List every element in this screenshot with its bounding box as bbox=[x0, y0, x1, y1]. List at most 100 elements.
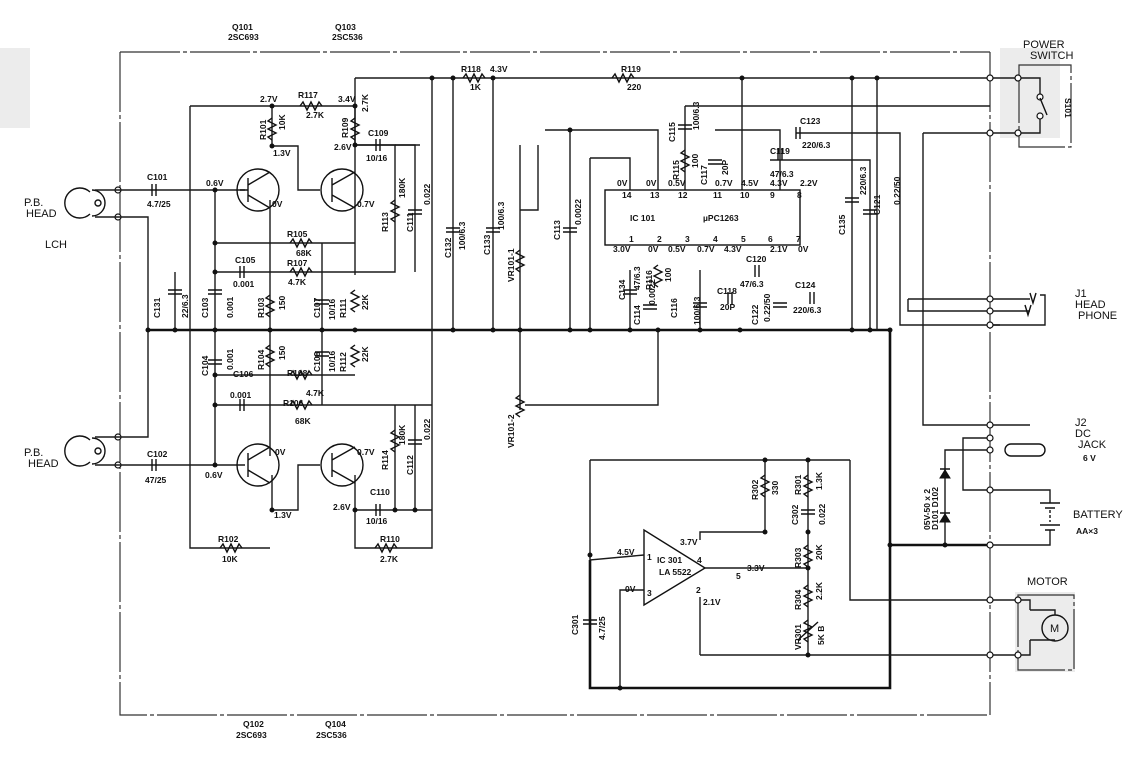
switch-blade[interactable] bbox=[1039, 97, 1048, 116]
c104-value: 0.001 bbox=[225, 348, 235, 370]
vr101-2-ref: VR101-2 bbox=[506, 414, 516, 448]
r303-value: 20K bbox=[814, 544, 824, 560]
svg-text:1: 1 bbox=[647, 552, 652, 562]
power-switch-title2: SWITCH bbox=[1030, 50, 1073, 62]
r109-ref: R109 bbox=[340, 117, 350, 138]
r117-ref: R117 bbox=[298, 90, 318, 100]
motor-symbol: M bbox=[1050, 623, 1059, 635]
battery-wiring bbox=[990, 489, 1051, 546]
c132-ref: C132 bbox=[443, 237, 453, 258]
switch-contact bbox=[1036, 93, 1044, 101]
headphone-contacts bbox=[1024, 292, 1037, 318]
c112-value: 0.022 bbox=[422, 418, 432, 440]
r109-value: 2.7K bbox=[360, 93, 370, 112]
svg-text:3: 3 bbox=[647, 588, 652, 598]
c134-ref: C134 bbox=[617, 279, 627, 300]
wire bbox=[715, 129, 781, 190]
c102-value: 47/25 bbox=[145, 475, 167, 485]
wire bbox=[590, 157, 631, 190]
wire bbox=[545, 129, 659, 190]
svg-text:3.0V: 3.0V bbox=[613, 244, 631, 254]
r111-value: 22K bbox=[360, 294, 370, 310]
c118-ref: C118 bbox=[717, 286, 737, 296]
svg-text:2.1V: 2.1V bbox=[703, 597, 721, 607]
ic101-body bbox=[604, 189, 801, 246]
voltage-0v-top: 0V bbox=[272, 199, 283, 209]
vr301-ref: VR301 bbox=[793, 624, 803, 650]
ic101-part: µPC1263 bbox=[703, 213, 739, 223]
svg-text:2.2V: 2.2V bbox=[800, 178, 818, 188]
c124-ref: C124 bbox=[795, 280, 816, 290]
c119-ref: C119 bbox=[770, 146, 790, 156]
svg-text:9: 9 bbox=[770, 190, 775, 200]
c106-ref: C106 bbox=[233, 369, 254, 379]
headphone-wiring bbox=[990, 294, 1046, 326]
r114-ref: R114 bbox=[380, 450, 390, 470]
r303-ref: R303 bbox=[793, 547, 803, 568]
wire bbox=[189, 106, 270, 549]
r101-value: 10K bbox=[277, 114, 287, 130]
c119-value: 47/6.3 bbox=[770, 169, 794, 179]
r111-ref: R111 bbox=[338, 298, 348, 318]
c108-value: 10/16 bbox=[327, 350, 337, 372]
r115-ref: R115 bbox=[671, 160, 681, 180]
voltage-0-7v-bottom: 0.7V bbox=[357, 447, 375, 457]
ic301-part: LA 5522 bbox=[659, 567, 692, 577]
c116-ref: C116 bbox=[669, 298, 679, 318]
svg-text:5: 5 bbox=[736, 571, 741, 581]
c113-value: 0.0022 bbox=[573, 199, 583, 225]
c110-ref: C110 bbox=[370, 487, 390, 497]
transistor-q101 bbox=[236, 168, 280, 212]
svg-text:3.7V: 3.7V bbox=[680, 537, 698, 547]
battery-label: BATTERY bbox=[1073, 509, 1123, 521]
battery-icon bbox=[1040, 502, 1060, 531]
r102-ref: R102 bbox=[218, 534, 239, 544]
voltage-1-3v-bottom: 1.3V bbox=[274, 510, 292, 520]
c132-value: 100/6.3 bbox=[457, 221, 467, 250]
svg-text:12: 12 bbox=[678, 190, 688, 200]
r106-ref: R106 bbox=[283, 398, 304, 408]
c133-ref: C133 bbox=[482, 234, 492, 255]
r118-value: 1K bbox=[470, 82, 482, 92]
motor-label: MOTOR bbox=[1027, 576, 1068, 588]
q103-ref: Q103 bbox=[335, 22, 356, 32]
svg-text:0V: 0V bbox=[617, 178, 628, 188]
r302-value: 330 bbox=[770, 481, 780, 495]
c112-ref: C112 bbox=[405, 455, 415, 475]
r104-value: 150 bbox=[277, 346, 287, 360]
voltage-2-6v-top: 2.6V bbox=[334, 142, 352, 152]
r104-ref: R104 bbox=[256, 349, 266, 370]
power-switch-ref: S101 bbox=[1063, 98, 1073, 118]
r301-value: 1.3K bbox=[814, 471, 824, 490]
c113-ref: C113 bbox=[552, 220, 562, 240]
wire bbox=[1030, 609, 1056, 641]
pb-head-top bbox=[64, 187, 180, 330]
svg-text:0V: 0V bbox=[798, 244, 809, 254]
r101-ref: R101 bbox=[258, 119, 268, 140]
voltage-2-7v: 2.7V bbox=[260, 94, 278, 104]
r113-ref: R113 bbox=[380, 212, 390, 232]
r103-ref: R103 bbox=[256, 297, 266, 318]
r107-ref: R107 bbox=[287, 258, 308, 268]
r304-ref: R304 bbox=[793, 589, 803, 610]
feedback-wiring bbox=[215, 242, 432, 406]
wire bbox=[394, 405, 416, 510]
c115-value: 100/6.3 bbox=[691, 101, 701, 130]
c114-value: 0.0022 bbox=[647, 279, 657, 305]
wire bbox=[519, 330, 659, 410]
voltage-4-3v: 4.3V bbox=[490, 64, 508, 74]
capacitor-symbols bbox=[151, 124, 877, 625]
svg-text:0V: 0V bbox=[648, 244, 659, 254]
svg-text:10: 10 bbox=[740, 190, 750, 200]
power-switch-box bbox=[1018, 64, 1072, 148]
r103-value: 150 bbox=[277, 296, 287, 310]
wire bbox=[796, 132, 1000, 326]
pb-head-bottom-label2: HEAD bbox=[28, 458, 59, 470]
ic101-ref: IC 101 bbox=[630, 213, 655, 223]
c109-value: 10/16 bbox=[366, 153, 388, 163]
q104-ref: Q104 bbox=[325, 719, 346, 729]
diode-part: 05V-50 x 2 bbox=[922, 489, 932, 530]
dc-jack-voltage: 6 V bbox=[1083, 453, 1096, 463]
c104-ref: C104 bbox=[200, 355, 210, 376]
